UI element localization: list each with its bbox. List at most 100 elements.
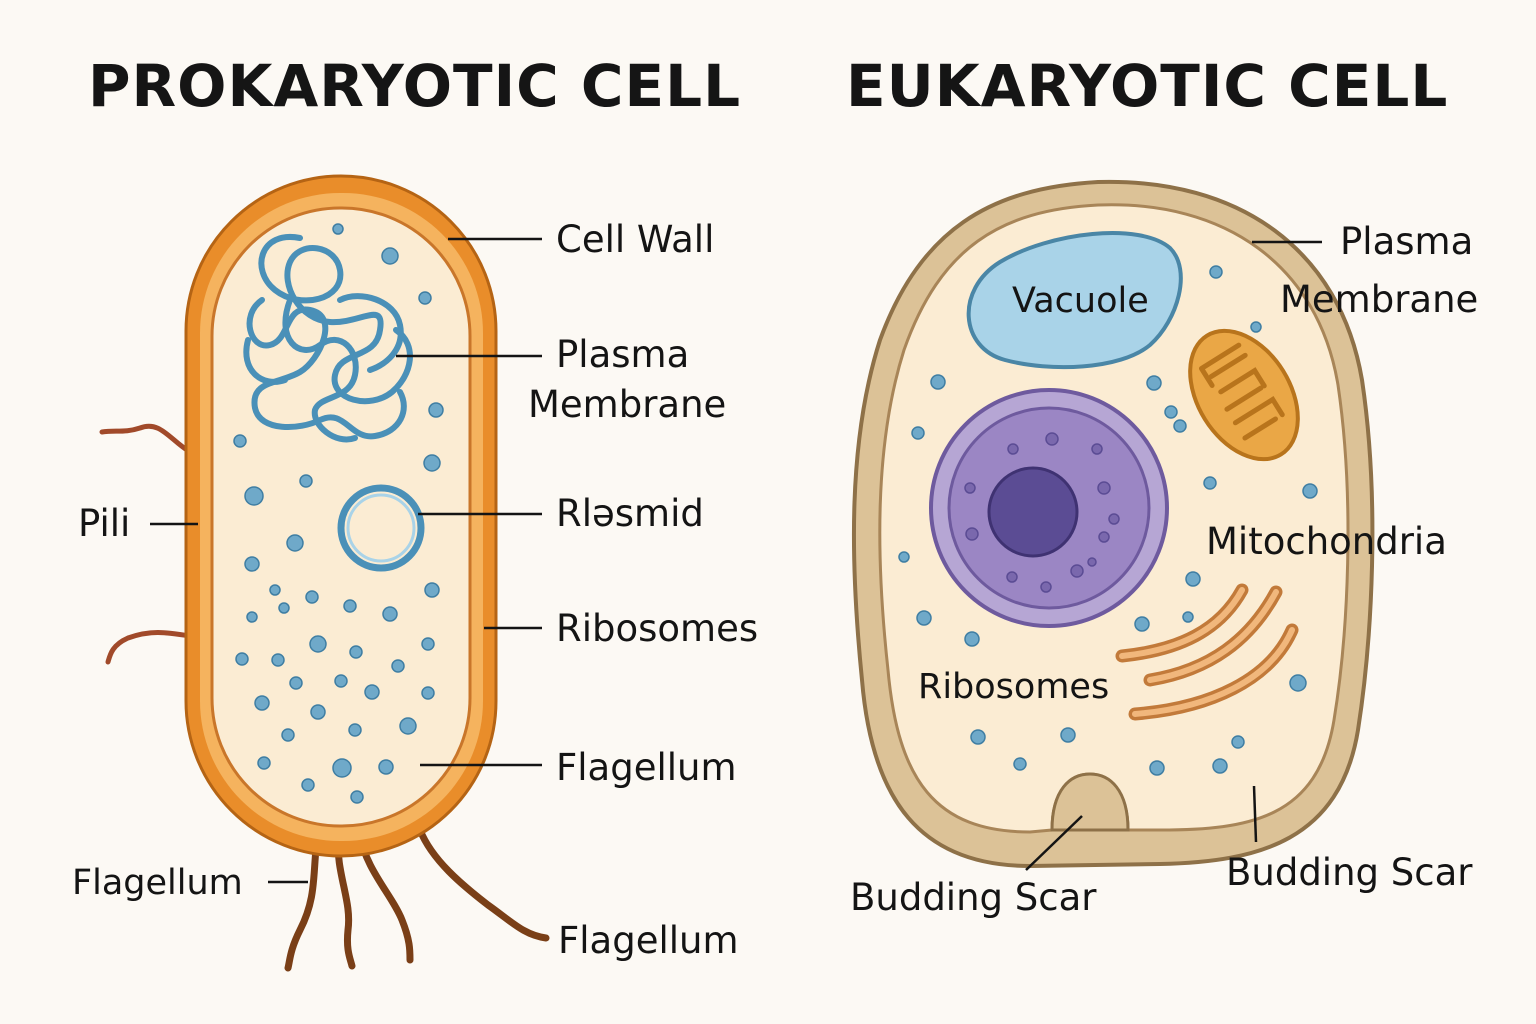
eukaryotic-cell	[851, 179, 1375, 869]
prokaryote-leader-lines	[150, 237, 542, 884]
golgi-apparatus-fill	[1119, 587, 1295, 717]
prokaryotic-title: PROKARYOTIC CELL	[88, 52, 742, 120]
ribosome-dot	[1045, 432, 1059, 446]
label-flagellum-bottom: Flagellum	[558, 919, 739, 962]
leader-budding-scar-right	[1252, 785, 1258, 843]
eukaryotic-title: EUKARYOTIC CELL	[846, 52, 1449, 120]
nucleolus	[987, 466, 1079, 558]
ribosome-dot	[1185, 571, 1201, 587]
ribosome-dot	[1097, 481, 1111, 495]
ribosome-dot	[378, 759, 394, 775]
ribosome-dot	[235, 652, 249, 666]
eukaryote-leader-lines	[1025, 240, 1322, 871]
flagella	[284, 826, 550, 972]
ribosome-dot	[233, 434, 247, 448]
ribosome-dot	[1060, 727, 1076, 743]
ribosome-dot	[1302, 483, 1318, 499]
label-flagellum-left: Flagellum	[72, 863, 243, 903]
ribosome-dot	[309, 635, 327, 653]
label-flagellum-inner: Flagellum	[556, 746, 737, 789]
chromatin-dots	[964, 432, 1120, 593]
ribosome-dot	[1040, 581, 1052, 593]
ribosome-dot	[1006, 571, 1018, 583]
ribosome-dot	[1209, 265, 1223, 279]
ribosome-dot	[1007, 443, 1019, 455]
ribosome-dot	[1091, 443, 1103, 455]
label-euk-ribosomes: Ribosomes	[918, 667, 1110, 707]
budding-scar-bump	[1050, 772, 1130, 832]
ribosome-dot	[246, 611, 258, 623]
ribosome-dot	[1146, 375, 1162, 391]
pilus-upper	[99, 423, 193, 455]
ribosome-dot	[348, 723, 362, 737]
flagellum-3	[356, 831, 414, 964]
ribosome-dot	[343, 599, 357, 613]
ribosome-dot	[332, 223, 344, 235]
ribosome-dot	[421, 637, 435, 651]
ribosome-dot	[916, 610, 932, 626]
plasmid-ring-inner	[346, 493, 416, 563]
ribosome-dot	[257, 756, 271, 770]
ribosome-dot	[418, 291, 432, 305]
ribosome-dot	[299, 474, 313, 488]
ribosome-dot	[382, 606, 398, 622]
label-budding-scar-left: Budding Scar	[850, 876, 1097, 919]
ribosome-dot	[281, 728, 295, 742]
label-plasma-membrane-2: Membrane	[528, 383, 727, 426]
vacuole	[966, 231, 1183, 370]
label-pili: Pili	[78, 502, 131, 545]
label-plasmid: Rləsmid	[556, 492, 704, 535]
label-ribosomes: Ribosomes	[556, 607, 759, 650]
label-budding-scar-right: Budding Scar	[1226, 851, 1473, 894]
ribosome-dot	[254, 695, 270, 711]
ribosome-dot	[305, 590, 319, 604]
ribosome-dot	[391, 659, 405, 673]
ribosome-dot	[1212, 758, 1228, 774]
label-euk-plasma-2: Membrane	[1280, 278, 1479, 321]
ribosome-dot	[964, 482, 976, 494]
ribosome-dot	[244, 556, 260, 572]
ribosome-dot	[286, 534, 304, 552]
ribosome-dot	[1173, 419, 1187, 433]
label-mitochondria: Mitochondria	[1206, 520, 1447, 563]
ribosome-dot	[310, 704, 326, 720]
ribosome-dot	[1134, 616, 1150, 632]
ribosome-dot	[1070, 564, 1084, 578]
ribosome-dot	[332, 758, 352, 778]
label-cell-wall: Cell Wall	[556, 218, 715, 261]
ribosome-dot	[970, 729, 986, 745]
flagellum-4	[416, 826, 550, 942]
label-vacuole: Vacuole	[1012, 281, 1149, 321]
ribosome-dot	[349, 645, 363, 659]
plasmid-ring	[337, 484, 425, 572]
eukaryote-ribosomes	[898, 265, 1318, 776]
ribosome-dot	[1098, 531, 1110, 543]
ribosome-dot	[301, 778, 315, 792]
ribosome-dot	[423, 454, 441, 472]
ribosome-dot	[399, 717, 417, 735]
ribosome-dot	[1013, 757, 1027, 771]
prokaryote-ribosomes	[233, 223, 444, 804]
ribosome-dot	[334, 674, 348, 688]
mitochondrion	[1188, 328, 1300, 462]
ribosome-dot	[364, 684, 380, 700]
ribosome-dot	[1164, 405, 1178, 419]
leader-budding-scar-left	[1025, 815, 1083, 871]
ribosome-dot	[289, 676, 303, 690]
ribosome-dot	[898, 551, 910, 563]
label-euk-plasma-1: Plasma	[1340, 220, 1474, 263]
ribosome-dot	[269, 584, 281, 596]
flagellum-2	[334, 831, 356, 970]
ribosome-dot	[930, 374, 946, 390]
ribosome-dot	[1149, 760, 1165, 776]
ribosome-dot	[911, 426, 925, 440]
ribosome-dot	[1182, 611, 1194, 623]
ribosome-dot	[428, 402, 444, 418]
ribosome-dot	[424, 582, 440, 598]
nucleoid-dna	[243, 233, 413, 443]
prokaryotic-cell	[99, 174, 550, 972]
ribosome-dot	[271, 653, 285, 667]
ribosome-dot	[350, 790, 364, 804]
ribosome-dot	[964, 631, 980, 647]
